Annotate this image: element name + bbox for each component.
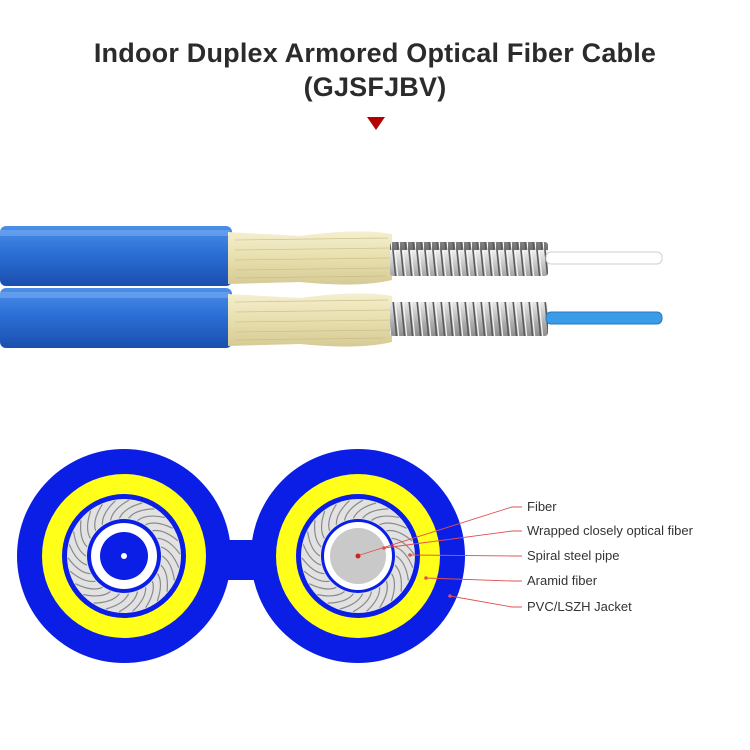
label-fiber: Fiber: [527, 499, 557, 515]
label-jacket: PVC/LSZH Jacket: [527, 599, 632, 615]
label-spiral-steel-pipe: Spiral steel pipe: [527, 548, 620, 564]
label-aramid-fiber: Aramid fiber: [527, 573, 597, 589]
cable-lower: [0, 288, 662, 348]
label-wrapped-fiber: Wrapped closely optical fiber: [527, 523, 693, 539]
cable-upper: [0, 226, 662, 286]
cross-section-diagram: [17, 449, 465, 663]
